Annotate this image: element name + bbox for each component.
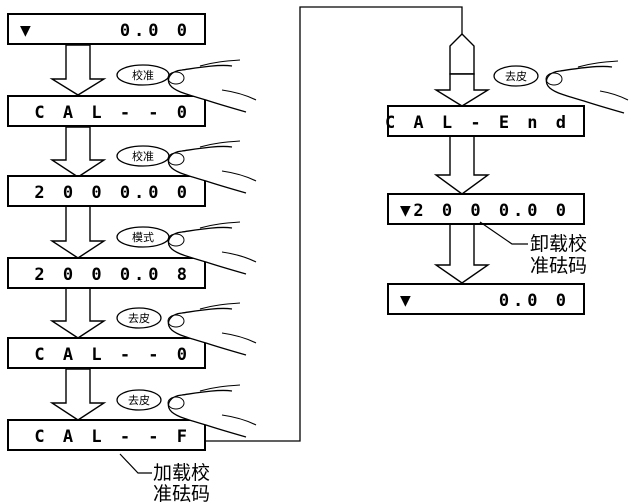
key-label: 校准	[132, 149, 154, 163]
flow-arrow-icon	[436, 224, 488, 283]
flow-arrow-icon	[52, 45, 104, 95]
unload-weight-note: 卸载校 准砝码	[480, 222, 587, 277]
display-readout: C A L - - F	[34, 427, 191, 447]
flow-arrow-icon	[52, 288, 104, 338]
flow-arrow-icon	[436, 136, 488, 194]
note-line: 准砝码	[153, 483, 210, 503]
key-label: 校准	[132, 68, 154, 82]
display-panel: 2 0 0 0.0 8	[8, 258, 205, 288]
display-panel: ▼ 0.0 0	[8, 14, 205, 44]
flow-arrow-icon	[52, 206, 104, 258]
note-line: 加载校	[153, 462, 210, 484]
leader-line	[480, 222, 528, 244]
display-panel: ▼ 0.0 0	[388, 284, 584, 314]
note-line: 卸载校	[530, 233, 587, 255]
indicator-icon: ▼	[400, 293, 411, 309]
indicator-icon: ▼	[400, 203, 411, 219]
flow-arrow-icon	[52, 127, 104, 177]
display-panel: C A L - - F	[8, 420, 205, 450]
key-label: 模式	[132, 231, 154, 244]
display-readout: C A L - E n d	[385, 113, 570, 133]
leader-line	[120, 454, 152, 473]
connector-tip-icon	[450, 34, 474, 74]
key-label: 去皮	[128, 312, 150, 325]
display-panel: C A L - - 0	[8, 96, 205, 126]
key-label: 去皮	[128, 394, 150, 407]
display-readout: 0.0 0	[499, 291, 570, 311]
flow-arrow-icon	[436, 74, 488, 106]
display-readout: C A L - - 0	[34, 345, 191, 365]
display-readout: 2 0 0 0.0 0	[413, 201, 570, 221]
display-panel: C A L - E n d	[385, 106, 584, 136]
flow-arrow-icon	[52, 369, 104, 420]
display-readout: 0.0 0	[120, 21, 191, 41]
display-panel: 2 0 0 0.0 0	[8, 176, 205, 206]
note-line: 准砝码	[530, 255, 587, 277]
display-panel: C A L - - 0	[8, 338, 205, 368]
display-readout: C A L - - 0	[34, 103, 191, 123]
key-label: 去皮	[505, 70, 527, 83]
load-weight-note: 加载校 准砝码	[120, 454, 210, 503]
display-readout: 2 0 0 0.0 8	[34, 265, 191, 285]
display-readout: 2 0 0 0.0 0	[34, 183, 191, 203]
indicator-icon: ▼	[20, 23, 31, 39]
display-panel: ▼ 2 0 0 0.0 0	[388, 194, 584, 224]
